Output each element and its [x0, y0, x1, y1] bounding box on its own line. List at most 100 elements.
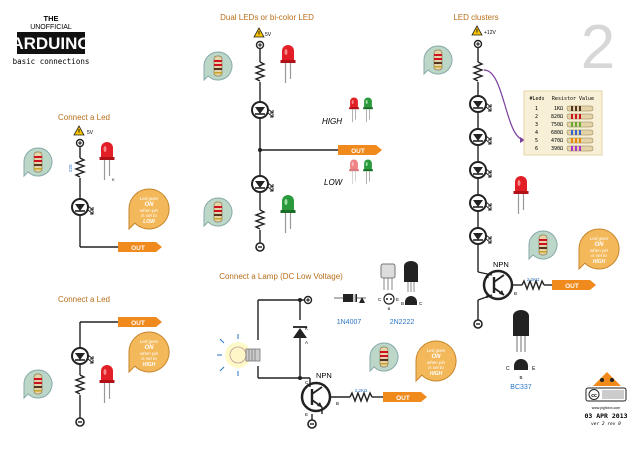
svg-text:HIGH: HIGH: [430, 371, 443, 377]
table-row: 4: [535, 130, 538, 136]
svg-text:is set to: is set to: [591, 253, 607, 258]
resistor-symbol: [349, 392, 373, 402]
resistor-badge-icon: [369, 342, 399, 372]
led-symbol: [71, 347, 94, 365]
led-symbol: [469, 161, 492, 179]
svg-text:ON: ON: [145, 202, 155, 208]
svg-text:cc: cc: [591, 393, 597, 399]
resistor-symbol: [255, 61, 265, 82]
svg-text:LOW: LOW: [143, 219, 156, 225]
resistor-badge-icon: [23, 369, 53, 399]
circuit-connect-lamp: K A NPN C E B 2.2KΩ OUT: [217, 295, 457, 429]
table-row: 3: [535, 122, 538, 128]
svg-text:B: B: [401, 301, 404, 306]
svg-text:2.2KΩ: 2.2KΩ: [355, 388, 368, 393]
header-subtitle: basic connections: [13, 57, 90, 66]
2n2222-plastic-icon: [404, 261, 418, 292]
footer-url: www.pighixxx.com: [592, 406, 621, 410]
resistor-color-band-icons: [566, 105, 594, 152]
circuit-led-clusters: +12V NPN C E B 2.2KΩ OUT Led goes: [423, 25, 620, 329]
ground-icon: [473, 319, 483, 329]
svg-text:is set to: is set to: [428, 365, 444, 370]
title-connect-lamp: Connect a Lamp (DC Low Voltage): [219, 272, 343, 281]
svg-text:B: B: [336, 401, 339, 406]
footer-date: 03 APR 2013: [584, 412, 627, 420]
footer-version: ver 2 rev 0: [591, 421, 621, 427]
led-symbol: [469, 128, 492, 146]
component-reference: 1N4007 C E B B C 2N2222: [334, 261, 423, 326]
resistor-badge-icon: [528, 230, 558, 260]
svg-text:5V: 5V: [265, 32, 272, 38]
led-symbol: [71, 198, 94, 216]
resistor-badge-icon: [203, 51, 233, 81]
resistor-badge-icon: [203, 197, 233, 227]
red-led-icon: [98, 141, 116, 181]
svg-text:when pin: when pin: [140, 351, 159, 356]
led-symbol: [469, 95, 492, 113]
green-led-icon: [279, 194, 297, 234]
svg-text:E: E: [396, 297, 399, 302]
resistor-badge-icon: [423, 45, 453, 75]
resistor-symbol: [521, 280, 545, 290]
red-led-icon: [98, 364, 116, 404]
npn-label: NPN: [493, 260, 509, 269]
resistor-badge-icon: [23, 147, 53, 177]
resistor-symbol: [255, 209, 265, 230]
green-led-icon: [362, 97, 374, 123]
circuit-dual-leds: 5V OUT HIGH LOW: [203, 27, 382, 252]
svg-text:OUT: OUT: [396, 395, 410, 402]
svg-text:OUT: OUT: [351, 148, 365, 155]
table-row: 6: [535, 146, 538, 152]
svg-text:K: K: [305, 326, 308, 331]
svg-text:2.2KΩ: 2.2KΩ: [527, 277, 540, 282]
svg-text:B: B: [388, 306, 391, 311]
voltage-label: 5V: [87, 130, 94, 136]
table-header-leds: #Leds: [529, 96, 544, 102]
red-led-icon: [279, 44, 297, 84]
led-symbol: [251, 101, 274, 119]
circuit-connect-led-top: 5V 220 K OUT Led goes ON when pin is set…: [23, 125, 170, 252]
svg-text:1KΩ: 1KΩ: [554, 106, 563, 112]
footer: cc www.pighixxx.com 03 APR 2013 ver 2 re…: [584, 372, 628, 427]
red-led-icon: [512, 175, 530, 215]
svg-text:750Ω: 750Ω: [551, 122, 563, 128]
title-connect-led-top: Connect a Led: [58, 113, 110, 122]
npn-transistor-symbol: [300, 381, 332, 413]
npn-label: NPN: [316, 371, 332, 380]
svg-text:C: C: [305, 380, 309, 385]
svg-text:E: E: [532, 366, 536, 372]
ground-icon: [307, 419, 317, 429]
header-logo: THE UNOFFICIAL ARDUINO basic connections: [11, 14, 90, 66]
svg-text:HIGH: HIGH: [593, 259, 606, 265]
lamp-icon: [217, 334, 261, 376]
low-label: LOW: [324, 178, 344, 187]
red-led-icon: [348, 97, 360, 123]
resistor-table: #Leds Resistor Value 1 1KΩ 2 820Ω 3 750Ω…: [523, 90, 603, 156]
resistor-symbol: [473, 61, 483, 82]
svg-text:Led goes: Led goes: [140, 196, 159, 201]
header-unofficial: UNOFFICIAL: [30, 24, 72, 31]
svg-text:is set to: is set to: [141, 213, 157, 218]
circuit-connect-led-bottom: OUT Led goes ON when pin is set to HIGH: [23, 317, 170, 427]
svg-text:680Ω: 680Ω: [551, 130, 563, 136]
resistor-symbol: [75, 157, 85, 178]
led-symbol: [251, 175, 274, 193]
title-led-clusters: LED clusters: [453, 13, 498, 22]
brand-box: [17, 32, 85, 54]
svg-text:OUT: OUT: [565, 283, 579, 290]
svg-text:E: E: [486, 294, 489, 299]
ground-icon: [255, 242, 265, 252]
table-row: 2: [535, 114, 538, 120]
svg-text:ON: ON: [145, 345, 155, 351]
resistor-symbol: [75, 374, 85, 395]
svg-text:Led goes: Led goes: [427, 348, 446, 353]
svg-text:ON: ON: [595, 242, 605, 248]
title-connect-led-bottom: Connect a Led: [58, 295, 110, 304]
table-header-value: Resistor Value: [552, 96, 594, 102]
high-label: HIGH: [322, 117, 342, 126]
2n2222-label: 2N2222: [390, 319, 415, 326]
red-led-icon: [348, 159, 360, 185]
led-symbol: [469, 194, 492, 212]
svg-text:OUT: OUT: [131, 320, 145, 327]
